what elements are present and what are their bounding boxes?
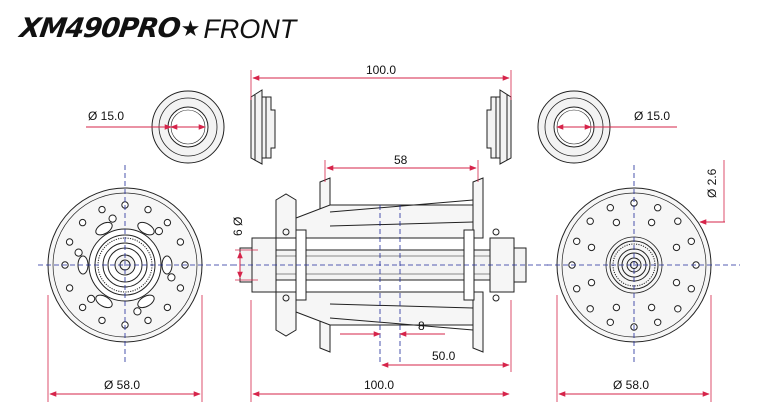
right-cap-diameter-dimension: Ø 15.0 <box>556 109 677 130</box>
right-end-cap-profile <box>486 89 512 165</box>
bottom-width-label: 100.0 <box>364 378 394 392</box>
spoke-hole <box>176 238 185 246</box>
top-width-label: 100.0 <box>366 63 396 77</box>
spoke-hole <box>65 284 74 292</box>
spoke-hole <box>98 316 106 325</box>
spoke-hole <box>672 278 681 287</box>
right-cap-diameter-label: Ø 15.0 <box>634 109 670 123</box>
spoke-hole <box>154 227 163 236</box>
half-width-label: 50.0 <box>432 349 456 363</box>
flange-spacing-dimension: 58 <box>324 153 479 182</box>
spoke-hole <box>587 243 596 252</box>
flange-cutout <box>137 221 155 236</box>
spoke-hole <box>612 303 621 312</box>
flange-cutout <box>95 294 113 309</box>
spoke-hole <box>587 278 596 287</box>
left-flange-diameter-label: Ø 58.0 <box>104 378 140 392</box>
right-flange-centerlines <box>547 165 740 365</box>
spoke-hole <box>167 273 176 282</box>
bottom-width-dimension: 100.0 <box>250 300 510 402</box>
spoke-hole <box>144 205 152 214</box>
spoke-hole <box>612 218 621 227</box>
spoke-hole <box>672 243 681 252</box>
spoke-hole <box>133 307 142 316</box>
top-width-dimension: 100.0 <box>250 63 512 100</box>
spoke-hole <box>586 217 594 225</box>
spoke-hole-label: Ø 2.6 <box>705 168 719 198</box>
spoke-hole <box>144 316 152 325</box>
spoke-hole <box>654 318 662 326</box>
spoke-hole <box>647 303 656 312</box>
right-flange-diameter-dimension: Ø 58.0 <box>556 295 712 402</box>
spoke-hole <box>108 214 117 223</box>
flange-cutout <box>137 294 155 309</box>
star-icon: ★ <box>180 16 201 41</box>
spoke-hole <box>573 285 581 293</box>
flange-cutout <box>95 221 113 236</box>
spoke-hole-dimension: Ø 2.6 <box>699 160 725 225</box>
spoke-hole <box>65 238 74 246</box>
offset-label: 8 <box>418 319 425 333</box>
spoke-hole <box>674 305 682 313</box>
spoke-hole <box>163 218 172 227</box>
spoke-hole <box>687 285 695 293</box>
spoke-hole <box>78 303 87 312</box>
spoke-hole <box>586 305 594 313</box>
axle-diameter-label: 6 Ø <box>231 217 245 236</box>
axle-diameter-dimension: 6 Ø <box>231 217 258 281</box>
spoke-hole <box>606 204 614 212</box>
left-flange-centerlines <box>38 165 232 365</box>
half-width-dimension: 50.0 <box>381 300 512 372</box>
hub-side-profile <box>239 177 527 353</box>
spoke-hole <box>654 204 662 212</box>
left-cap-diameter-label: Ø 15.0 <box>88 109 124 123</box>
spoke-hole <box>98 205 106 214</box>
spoke-hole <box>674 217 682 225</box>
spoke-hole <box>78 218 87 227</box>
left-flange-diameter-dimension: Ø 58.0 <box>47 295 203 402</box>
offset-dimension: 8 <box>340 319 445 337</box>
spoke-hole <box>606 318 614 326</box>
spoke-hole <box>647 218 656 227</box>
left-end-cap-profile <box>250 89 276 165</box>
left-cap-diameter-dimension: Ø 15.0 <box>86 109 206 130</box>
spoke-hole <box>163 303 172 312</box>
spoke-hole <box>74 248 83 257</box>
spoke-hole <box>176 284 185 292</box>
right-flange-spoke-holes <box>568 199 700 331</box>
right-flange-diameter-label: Ø 58.0 <box>613 378 649 392</box>
product-title: XM490PRO ★ FRONT <box>18 8 297 44</box>
spoke-hole <box>687 237 695 246</box>
spoke-hole <box>573 237 581 246</box>
flange-spacing-label: 58 <box>394 153 408 167</box>
left-flange-spoke-holes <box>61 201 189 329</box>
spoke-hole <box>87 294 96 303</box>
variant-label: FRONT <box>203 14 297 44</box>
